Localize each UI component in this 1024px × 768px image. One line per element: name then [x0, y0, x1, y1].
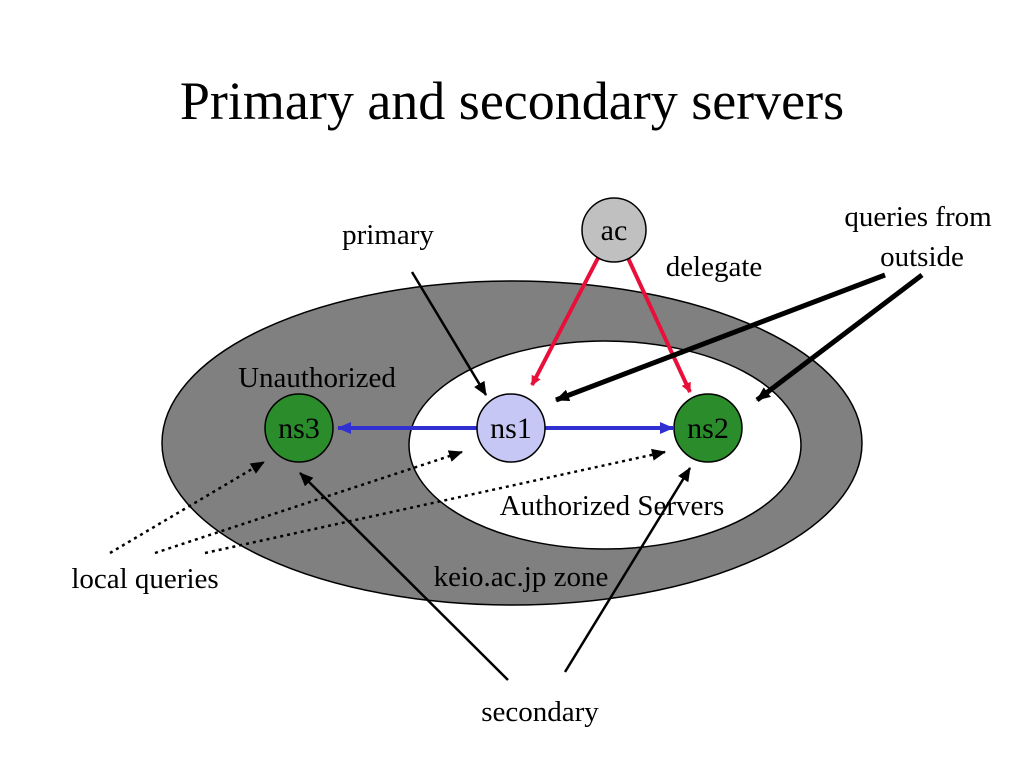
node-ac: ac: [581, 197, 647, 263]
primary-pointer-arrow: [410, 271, 488, 396]
local-query-arrow-ns1: [154, 450, 463, 555]
node-ac-label: ac: [601, 214, 628, 247]
local-queries-label: local queries: [71, 563, 218, 595]
delegate-arrow-to-ns2: [626, 257, 692, 393]
secondary-pointer-arrow-ns2: [563, 467, 692, 673]
delegate-label: delegate: [666, 251, 763, 283]
secondary-label: secondary: [481, 696, 599, 728]
authorized-ellipse: [408, 340, 802, 550]
node-ns1-label: ns1: [490, 412, 532, 445]
delegate-arrow-to-ns1: [530, 257, 600, 386]
authorized-servers-label: Authorized Servers: [500, 490, 725, 522]
queries-from-outside-label-line1: queries from: [844, 201, 992, 233]
node-ns2-label: ns2: [687, 412, 729, 445]
slide-title: Primary and secondary servers: [179, 71, 845, 131]
local-query-arrow-ns3: [109, 460, 265, 555]
primary-label: primary: [342, 219, 434, 251]
local-query-arrow-ns2: [204, 448, 666, 555]
secondary-pointer-arrow-ns3: [299, 472, 509, 681]
outside-query-arrow-to-ns2: [755, 273, 924, 402]
node-ns2: ns2: [673, 393, 743, 463]
outside-query-arrow-to-ns1: [555, 272, 886, 403]
unauthorized-label: Unauthorized: [238, 362, 396, 394]
node-ns1: ns1: [476, 393, 546, 463]
node-ns3-label: ns3: [278, 412, 320, 445]
node-ns3: ns3: [264, 393, 334, 463]
queries-from-outside-label-line2: outside: [880, 241, 964, 273]
zone-label: keio.ac.jp zone: [434, 561, 609, 593]
